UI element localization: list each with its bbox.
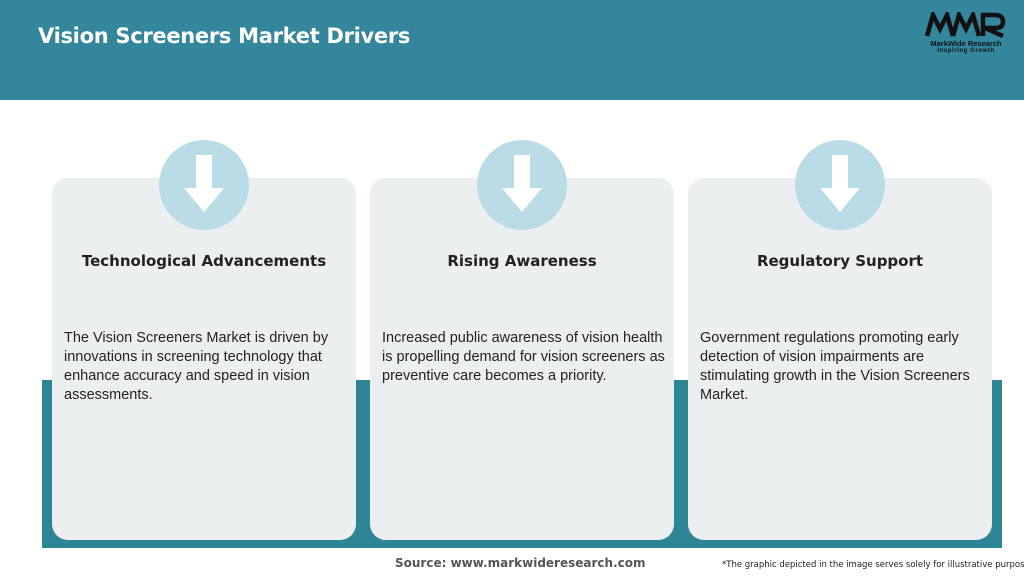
arrow-down-icon (184, 155, 224, 212)
card-title: Technological Advancements (81, 252, 327, 270)
source-link[interactable]: Source: www.markwideresearch.com (395, 556, 646, 570)
card-panel (52, 178, 356, 540)
driver-card-regulatory-support: Regulatory Support Government regulation… (678, 140, 1002, 548)
icon-circle (159, 140, 249, 230)
disclaimer-note: *The graphic depicted in the image serve… (722, 560, 1024, 570)
card-description: Government regulations promoting early d… (700, 330, 970, 403)
arrow-down-icon (820, 155, 860, 212)
logo: MarkWide Research Inspiring Growth (920, 12, 1012, 58)
icon-circle (477, 140, 567, 230)
header-banner: Vision Screeners Market Drivers MarkWide… (0, 0, 1024, 100)
card-panel (688, 178, 992, 540)
arrow-down-icon (502, 155, 542, 212)
logo-name: MarkWide Research (930, 39, 1002, 48)
icon-circle (795, 140, 885, 230)
card-description: Increased public awareness of vision hea… (382, 330, 665, 384)
mwr-logo-icon (924, 12, 1006, 38)
card-title: Rising Awareness (447, 252, 597, 270)
logo-tagline: Inspiring Growth (937, 48, 995, 54)
card-title: Regulatory Support (756, 252, 924, 270)
card-description: The Vision Screeners Market is driven by… (64, 330, 329, 403)
card-panel (370, 178, 674, 540)
driver-card-rising-awareness: Rising Awareness Increased public awaren… (360, 140, 684, 548)
driver-card-technological-advancements: Technological Advancements The Vision Sc… (42, 140, 366, 548)
page-title: Vision Screeners Market Drivers (38, 24, 411, 48)
